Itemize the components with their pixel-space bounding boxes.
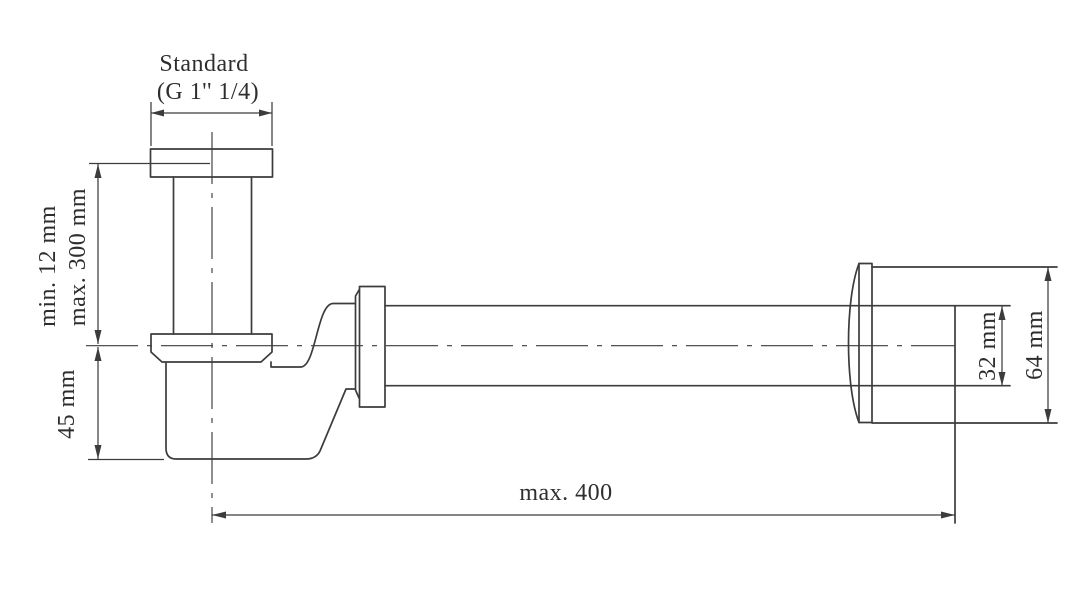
wall-rosette bbox=[847, 262, 873, 424]
wall-sleeve bbox=[871, 266, 1058, 424]
arrowhead-left bbox=[151, 109, 164, 117]
trap-cup bbox=[165, 362, 356, 460]
centerlines bbox=[86, 132, 955, 523]
rosette-plate bbox=[858, 262, 873, 424]
compression-nut bbox=[358, 285, 386, 408]
dimension-thread-standard bbox=[150, 102, 273, 146]
max-length-label: max. 400 bbox=[519, 480, 612, 506]
arrowhead-up bbox=[998, 306, 1006, 320]
inlet-bottom-nut bbox=[150, 333, 273, 363]
arrowhead-up bbox=[94, 164, 102, 178]
standard-label: Standard bbox=[159, 51, 248, 77]
cone-washer-edge bbox=[354, 289, 360, 399]
rosette-dome-curve bbox=[847, 262, 860, 424]
dimension-inlet-height bbox=[89, 162, 210, 344]
arrowhead-down bbox=[998, 372, 1006, 386]
arrowhead-left bbox=[212, 511, 226, 519]
sleeve-diameter-label: 64 mm bbox=[1022, 310, 1048, 380]
arrowhead-up bbox=[94, 347, 102, 361]
arrowhead-right bbox=[941, 511, 955, 519]
arrowhead-down bbox=[1044, 409, 1052, 423]
cup-height-label: 45 mm bbox=[54, 369, 80, 439]
dimension-cup-height bbox=[88, 347, 164, 461]
arrowhead-down bbox=[94, 445, 102, 459]
dimension-sleeve-diameter bbox=[1044, 267, 1052, 423]
arrowhead-right bbox=[259, 109, 272, 117]
thread-size-label: (G 1'' 1/4) bbox=[157, 79, 259, 105]
max-inlet-label: max. 300 mm bbox=[65, 188, 91, 326]
outlet-connection bbox=[358, 285, 1011, 524]
dimension-max-length bbox=[212, 511, 955, 519]
trap-outlet-curve bbox=[270, 302, 356, 368]
labels: Standard (G 1'' 1/4) min. 12 mm max. 300… bbox=[35, 51, 1048, 506]
arrowhead-down bbox=[94, 330, 102, 344]
trap-body bbox=[165, 289, 360, 460]
dimension-pipe-diameter bbox=[998, 306, 1006, 386]
min-inlet-label: min. 12 mm bbox=[35, 205, 61, 327]
pipe-diameter-label: 32 mm bbox=[975, 311, 1001, 381]
arrowhead-up bbox=[1044, 267, 1052, 281]
